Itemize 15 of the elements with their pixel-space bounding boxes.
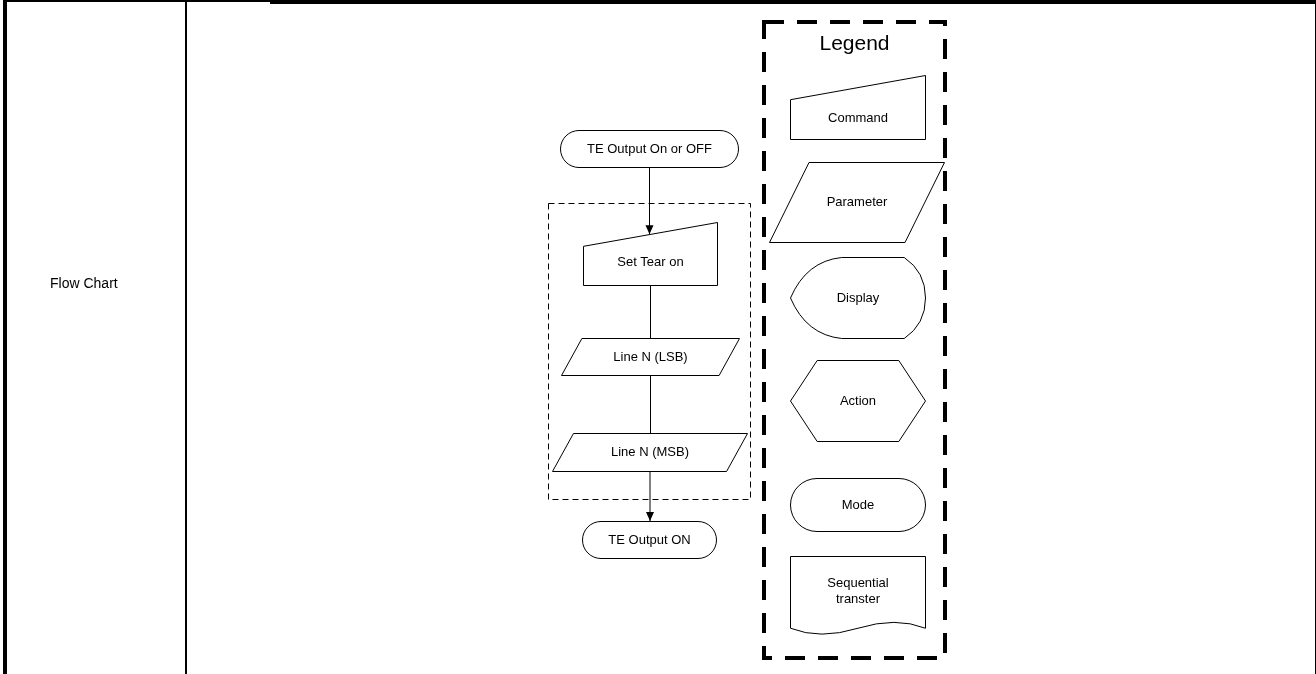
node-label: Line N (LSB) — [613, 348, 688, 366]
node-label: Line N (MSB) — [611, 444, 689, 461]
node-label: Display — [836, 289, 880, 307]
node-label: Sequential transter — [826, 574, 890, 608]
connector-arrow — [646, 471, 654, 522]
node-label: TE Output ON — [608, 531, 691, 549]
table-cell-text: Flow Chart — [50, 275, 118, 291]
node-label: Action — [839, 392, 877, 410]
node-label: Parameter — [826, 194, 888, 211]
node-label: Command — [828, 109, 888, 127]
node-label: TE Output On or OFF — [587, 140, 712, 158]
legend-title: Legend — [819, 30, 890, 56]
connector-arrow — [645, 167, 654, 235]
node-label: Set Tear on — [617, 252, 684, 271]
node-label: Mode — [841, 496, 875, 514]
